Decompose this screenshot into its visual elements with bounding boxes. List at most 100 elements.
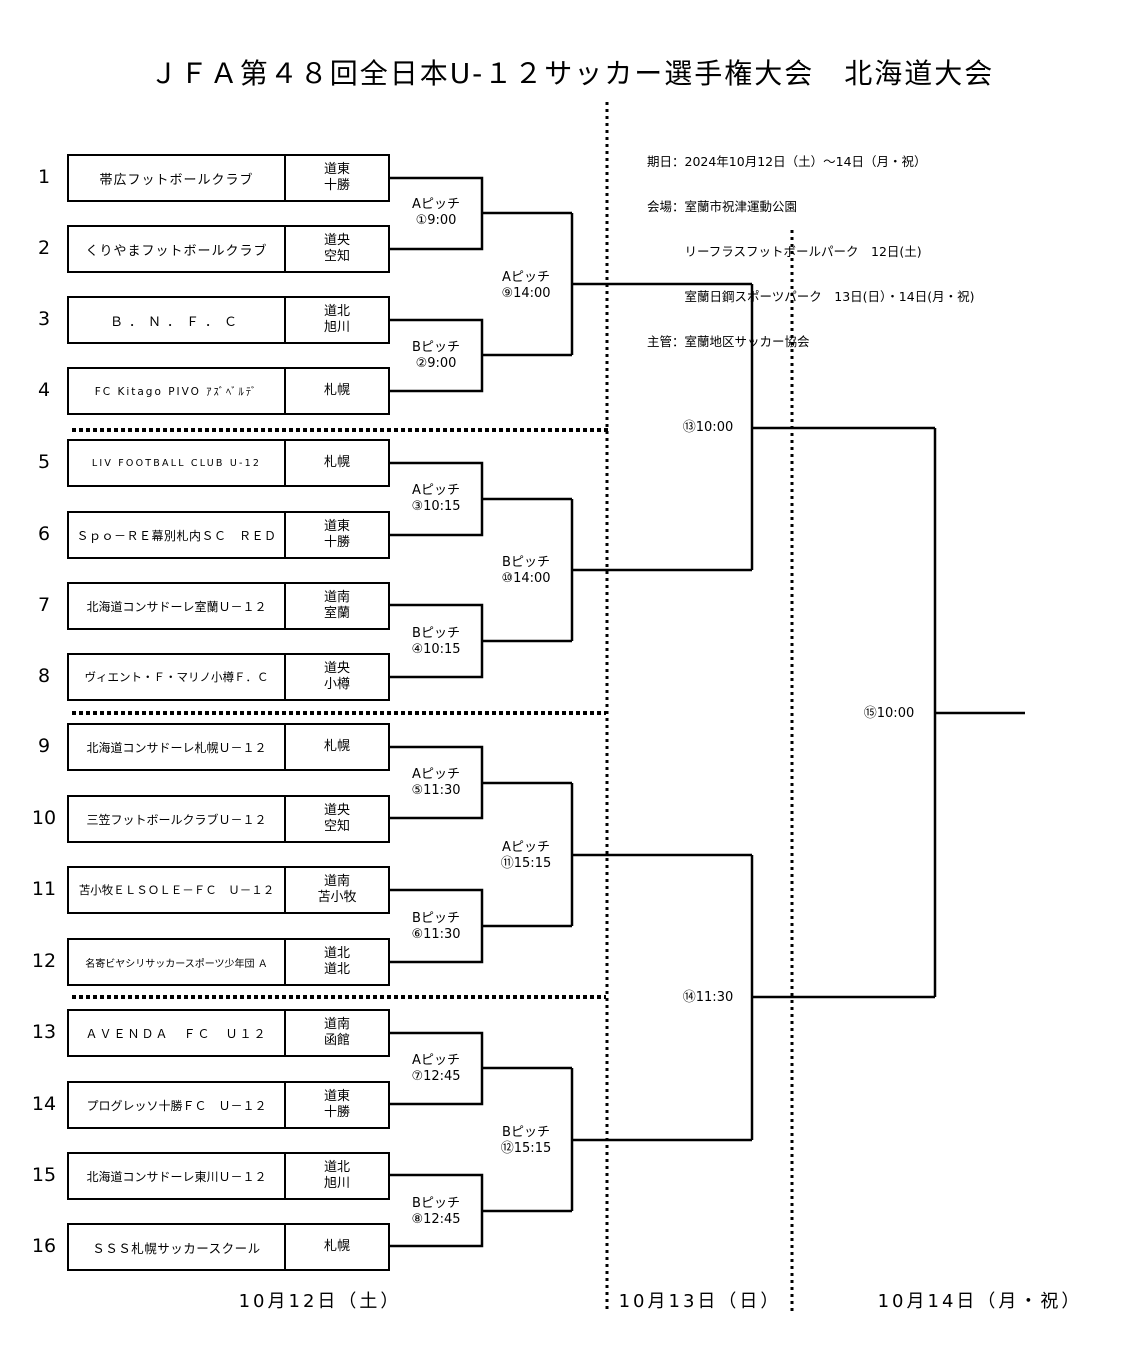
pitch-label: Aピッチ [502, 840, 550, 855]
region-line-2: 十勝 [323, 1105, 350, 1120]
semi-match-14-line [750, 855, 935, 1140]
r2-match-12-line [570, 1068, 752, 1211]
team-box-13: ＡＶＥＮＤＡ ＦＣ Ｕ１２ 道南函館 [67, 1009, 390, 1057]
team-region: 道東十勝 [284, 513, 388, 557]
region-line-2: 室蘭 [323, 606, 350, 621]
region-line-1: 道北 [323, 946, 350, 961]
team-name: ＳＳＳ札幌サッカースクール [92, 1240, 261, 1256]
team-box-6: Ｓｐｏ－ＲＥ幕別札内ＳＣ ＲＥＤ 道東十勝 [67, 511, 390, 559]
team-name: FC Kitago PIVO ｱｽﾞﾍﾞﾙﾃﾞ [94, 385, 259, 398]
team-region: 道央小樽 [284, 655, 388, 699]
team-region: 札幌 [284, 725, 388, 769]
seed-10: 10 [31, 807, 57, 829]
team-box-11: 苫小牧ＥＬＳＯＬＥ－ＦＣ Ｕ－１２ 道南苫小牧 [67, 866, 390, 914]
team-name: 名寄ビヤシリサッカースポーツ少年団 Ａ [85, 958, 268, 970]
event-organizer: 主管：室蘭地区サッカー協会 [647, 334, 810, 349]
match-time: ①9:00 [415, 213, 457, 228]
team-name: 北海道コンサドーレ札幌Ｕ－１２ [86, 740, 267, 755]
team-region: 札幌 [284, 1225, 388, 1269]
team-region: 札幌 [284, 369, 388, 413]
team-name: LIV FOOTBALL CLUB U-12 [91, 457, 262, 469]
match-time: ⑤11:30 [411, 783, 461, 798]
team-name: プログレッソ十勝ＦＣ Ｕ－１２ [86, 1098, 267, 1113]
seed-13: 13 [31, 1021, 57, 1043]
team-name: 北海道コンサドーレ室蘭Ｕ－１２ [86, 599, 267, 614]
r1-match-6-line [390, 888, 572, 964]
region-line-1: 道央 [323, 803, 350, 818]
r1-match-2-line [390, 318, 572, 393]
pitch-label: Aピッチ [412, 483, 460, 498]
region-line-1: 道東 [323, 519, 350, 534]
region-line-1: 道南 [323, 1017, 350, 1032]
r1-match-4-line [390, 603, 572, 679]
team-name: 三笠フットボールクラブＵ－１２ [86, 812, 267, 827]
match-time: ⑧12:45 [411, 1212, 461, 1227]
page-title: ＪＦＡ第４８回全日本U-１２サッカー選手権大会 北海道大会 [149, 57, 995, 90]
semi-match-13-time: ⑬10:00 [682, 420, 734, 435]
region-line-1: 道央 [323, 661, 350, 676]
day-label-1: 10月12日（土） [238, 1291, 402, 1312]
match-time: ④10:15 [411, 642, 461, 657]
region-line-1: 道北 [323, 304, 350, 319]
event-venue-field1: リーフラスフットボールパーク 12日(土) [647, 244, 922, 259]
seed-8: 8 [37, 665, 51, 687]
seed-12: 12 [31, 950, 57, 972]
pitch-label: Aピッチ [412, 1053, 460, 1068]
team-box-14: プログレッソ十勝ＦＣ Ｕ－１２ 道東十勝 [67, 1081, 390, 1129]
team-box-7: 北海道コンサドーレ室蘭Ｕ－１２ 道南室蘭 [67, 582, 390, 630]
seed-7: 7 [37, 594, 51, 616]
region-line-1: 道南 [323, 874, 350, 889]
region-line-1: 道東 [323, 1089, 350, 1104]
semi-match-13-line [750, 284, 935, 570]
pitch-label: Bピッチ [502, 1125, 550, 1140]
pitch-label: Aピッチ [502, 270, 550, 285]
team-box-8: ヴィエント・Ｆ・マリノ小樽Ｆ．Ｃ 道央小樽 [67, 653, 390, 701]
team-box-3: Ｂ．Ｎ．Ｆ．Ｃ 道北旭川 [67, 296, 390, 344]
semi-match-14-time: ⑭11:30 [682, 990, 734, 1005]
match-time: ③10:15 [411, 499, 461, 514]
final-match-15-line [933, 428, 1025, 997]
region-line-1: 札幌 [323, 739, 350, 754]
team-box-2: くりやまフットボールクラブ 道央空知 [67, 225, 390, 273]
region-line-2: 函館 [323, 1033, 350, 1048]
team-name: 帯広フットボールクラブ [99, 172, 254, 188]
region-line-2: 道北 [323, 962, 350, 977]
team-name: 苫小牧ＥＬＳＯＬＥ－ＦＣ Ｕ－１２ [78, 883, 275, 897]
team-box-12: 名寄ビヤシリサッカースポーツ少年団 Ａ 道北道北 [67, 938, 390, 986]
day-label-2: 10月13日（日） [618, 1291, 782, 1312]
team-box-1: 帯広フットボールクラブ 道東十勝 [67, 154, 390, 202]
pitch-label: Bピッチ [412, 911, 460, 926]
seed-14: 14 [31, 1093, 57, 1115]
region-line-1: 道北 [323, 1160, 350, 1175]
seed-2: 2 [37, 237, 51, 259]
r1-match-3-line [390, 461, 572, 537]
region-line-2: 旭川 [323, 1176, 350, 1191]
region-line-1: 札幌 [323, 455, 350, 470]
team-box-9: 北海道コンサドーレ札幌Ｕ－１２ 札幌 [67, 723, 390, 771]
region-line-2: 十勝 [323, 178, 350, 193]
team-box-15: 北海道コンサドーレ東川Ｕ－１２ 道北旭川 [67, 1152, 390, 1200]
team-region: 札幌 [284, 441, 388, 485]
team-region: 道南苫小牧 [284, 868, 388, 912]
seed-16: 16 [31, 1235, 57, 1257]
match-time: ⑫15:15 [500, 1141, 552, 1156]
region-line-2: 空知 [323, 819, 350, 834]
seed-4: 4 [37, 379, 51, 401]
team-region: 道東十勝 [284, 156, 388, 200]
seed-6: 6 [37, 523, 51, 545]
region-line-2: 小樽 [323, 677, 350, 692]
team-region: 道北旭川 [284, 1154, 388, 1198]
r1-match-1-line [390, 176, 572, 251]
pitch-label: Bピッチ [412, 1196, 460, 1211]
match-time: ⑥11:30 [411, 927, 461, 942]
team-box-5: LIV FOOTBALL CLUB U-12 札幌 [67, 439, 390, 487]
seed-15: 15 [31, 1164, 57, 1186]
event-date: 期日：2024年10月12日（土）～14日（月・祝） [647, 154, 927, 169]
